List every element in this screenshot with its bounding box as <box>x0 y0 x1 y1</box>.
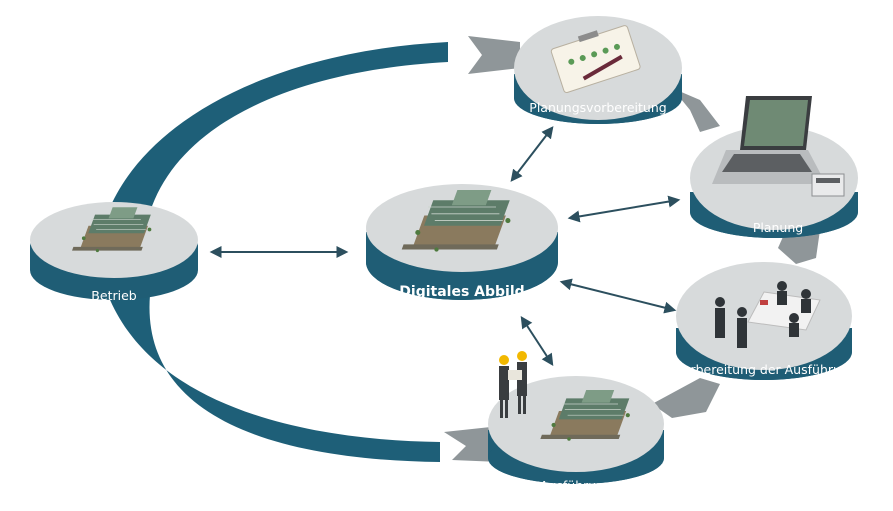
cycle-band-lower <box>108 295 440 462</box>
arrow-center-planungsvorbereitung <box>510 126 554 182</box>
engineers-icon <box>499 351 527 418</box>
ribbon-2 <box>672 88 720 132</box>
stage-planungsvorbereitung: Planungsvorbereitung <box>514 16 682 124</box>
stage-betrieb: Betrieb <box>30 202 198 303</box>
center-label: Digitales Abbild <box>399 284 524 300</box>
clipboard-checklist-icon <box>550 25 641 94</box>
stage-ausfuehrung: Ausführung <box>488 351 664 493</box>
stage-label-planungsvorbereitung: Planungsvorbereitung <box>529 100 666 115</box>
stage-label-vorbereitung: Vorbereitung der Ausführung <box>675 362 857 377</box>
ribbon-4 <box>652 378 720 418</box>
arrow-center-ausfuehrung <box>520 315 554 367</box>
stage-vorbereitung: Vorbereitung der Ausführung <box>675 262 857 380</box>
stage-center: Digitales Abbild <box>366 184 558 300</box>
ribbon-3 <box>778 230 820 264</box>
meeting-table-icon <box>715 281 821 348</box>
stage-label-ausfuehrung: Ausführung <box>540 478 612 493</box>
ribbon-5 <box>444 426 500 462</box>
laptop-calculator-icon <box>712 96 845 197</box>
arrow-center-vorbereitung <box>559 278 677 314</box>
stage-planung: Planung <box>690 96 858 238</box>
ribbon-1 <box>468 36 520 74</box>
stage-label-planung: Planung <box>753 220 803 235</box>
cycle-band-upper <box>108 42 448 212</box>
arrow-center-planung <box>567 195 681 223</box>
stage-label-betrieb: Betrieb <box>91 288 136 303</box>
